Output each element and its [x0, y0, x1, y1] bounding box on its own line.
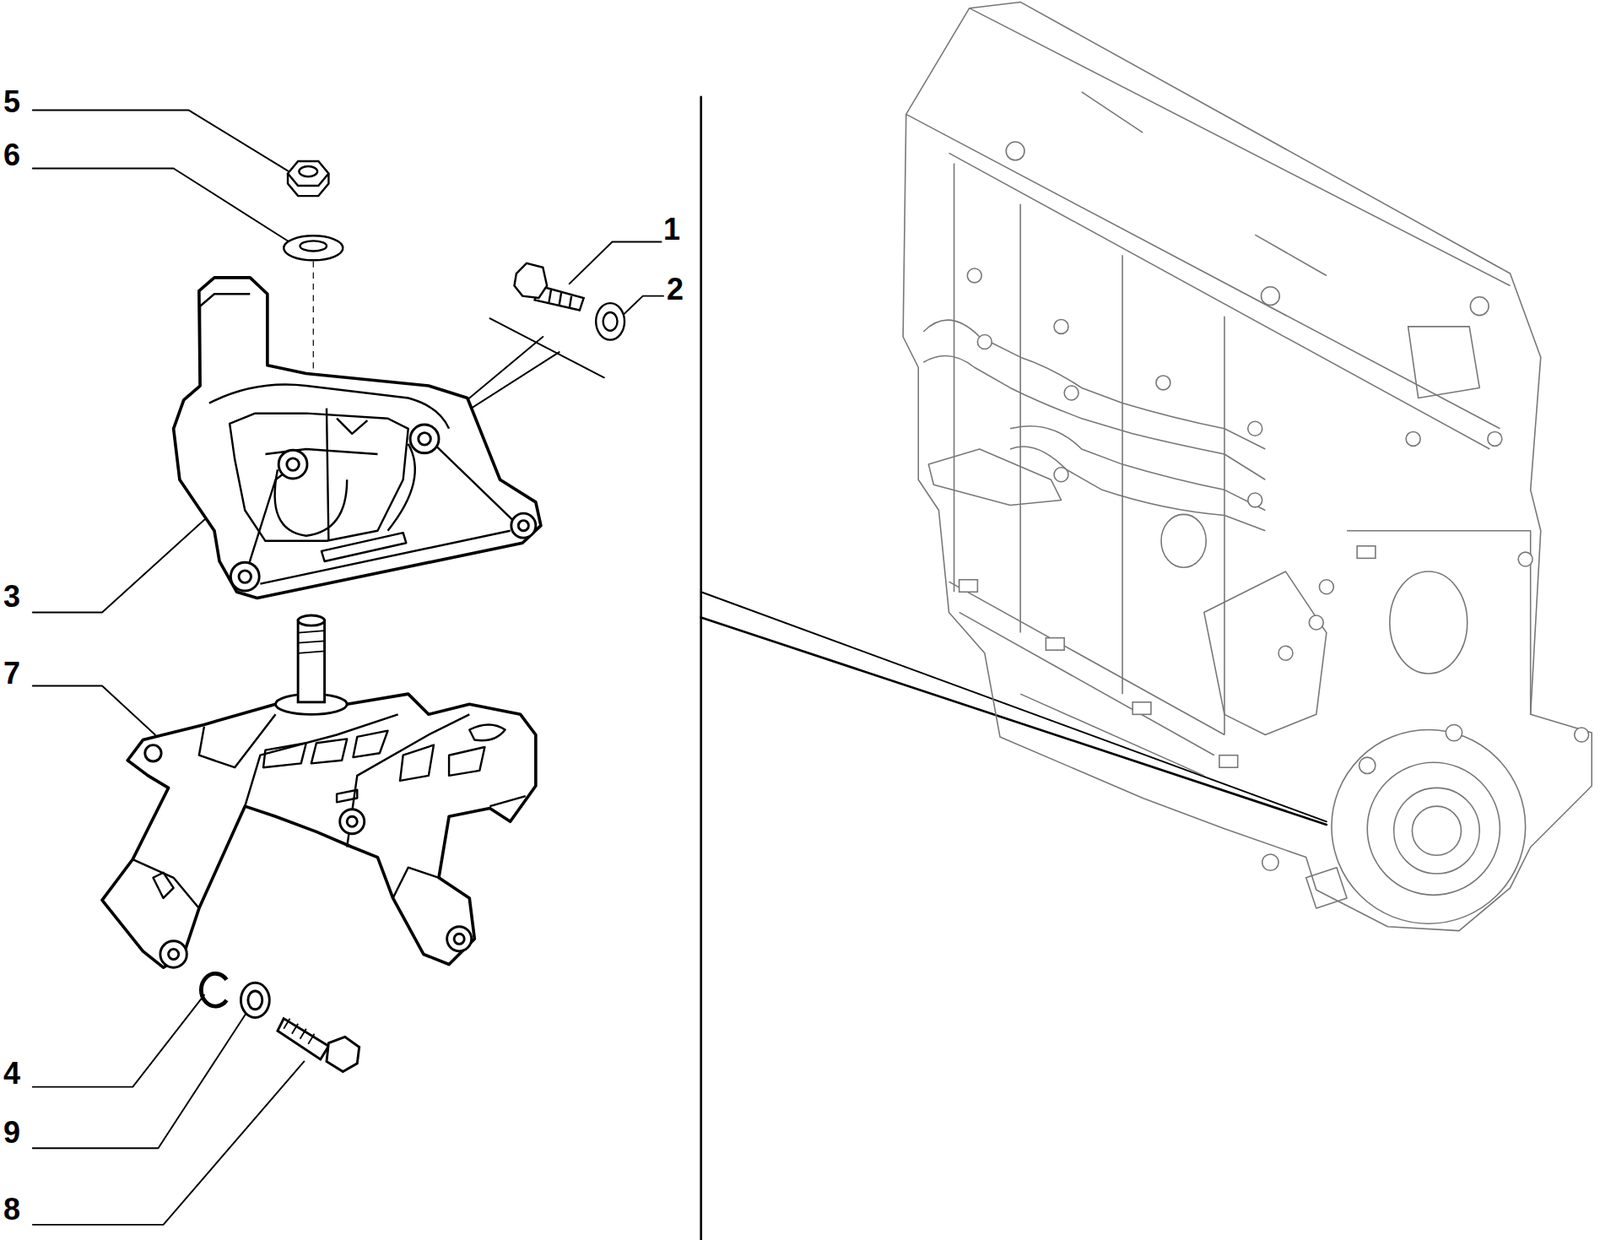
callout-number: 9: [3, 1115, 21, 1150]
callout-number: 3: [3, 579, 21, 614]
callout-number: 5: [3, 85, 21, 119]
callout-number: 8: [3, 1192, 21, 1227]
callout-number: 7: [3, 656, 21, 691]
callout-number: 4: [3, 1056, 21, 1091]
callout-number: 6: [3, 138, 21, 173]
callout-number: 2: [666, 272, 684, 307]
callout-number: 1: [663, 212, 681, 247]
